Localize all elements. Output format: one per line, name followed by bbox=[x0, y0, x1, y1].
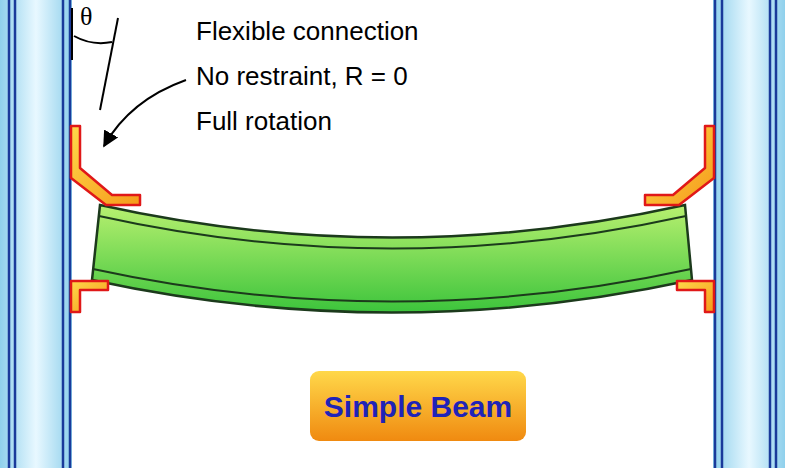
callout-note: Flexible connection bbox=[196, 17, 419, 46]
callout-note: Full rotation bbox=[196, 107, 332, 136]
button-label: Simple Beam bbox=[324, 390, 512, 423]
right-column bbox=[713, 0, 785, 468]
title-button: Simple Beam bbox=[310, 371, 526, 441]
leader-arrow bbox=[104, 80, 186, 146]
callout-note: No restraint, R = 0 bbox=[196, 62, 408, 91]
angle-symbol: θ bbox=[80, 3, 92, 32]
left-column bbox=[0, 0, 72, 468]
rotation-angle bbox=[72, 8, 118, 110]
clip-angles bbox=[71, 126, 714, 312]
deflected-beam bbox=[92, 205, 692, 313]
